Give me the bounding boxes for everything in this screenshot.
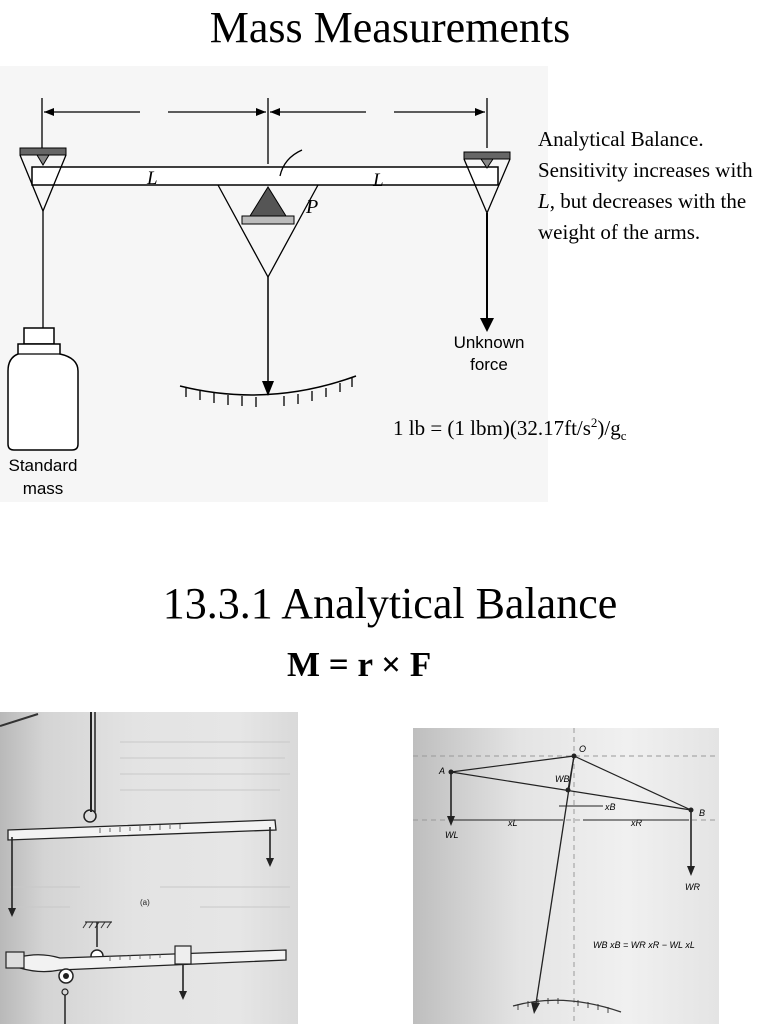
diagram-a-label: (a) (140, 898, 150, 907)
caption-text-end: , but decreases with the weight of the a… (538, 189, 747, 244)
caption-italic-L: L (538, 189, 550, 213)
weight-R-label: WR (685, 882, 700, 892)
formula-part2: )/g (597, 416, 621, 440)
moment-balance-equation: WB xB = WR xR − WL xL (593, 940, 695, 950)
formula-superscript: 2 (590, 415, 598, 430)
point-A-label: A (438, 766, 445, 776)
moment-equation: M = r × F (287, 645, 432, 684)
formula-subscript: c (620, 428, 627, 444)
balance-photo-diagram: (a) (0, 712, 298, 1024)
point-O-label: O (579, 744, 586, 754)
moment-diagram-drawing: O A B WB xB xL xR WL WR WB xB = WR xR − … (413, 728, 719, 1024)
unknown-force-label-line1: Unknown (453, 333, 525, 352)
balance-diagram: L L P (0, 66, 548, 502)
standard-mass-label-line1: Standard (8, 456, 78, 475)
slide-title: Mass Measurements (209, 3, 571, 52)
balance-caption: Analytical Balance. Sensitivity increase… (538, 124, 764, 248)
distance-xR-label: xR (630, 818, 643, 828)
dimension-label-left: L (147, 168, 158, 189)
weight-L-label: WL (445, 830, 459, 840)
section-heading: 13.3.1 Analytical Balance (162, 579, 618, 628)
balance-drawing (7, 98, 511, 451)
point-B-label: B (699, 808, 705, 818)
caption-text-start: Analytical Balance. Sensitivity increase… (538, 127, 753, 182)
standard-mass-label-line2: mass (22, 479, 64, 498)
balance-beam-sketch: (a) (0, 712, 290, 1024)
unknown-force-label-line2: force (470, 355, 508, 374)
formula-part1: 1 lb = (1 lbm)(32.17ft/s (393, 416, 591, 440)
moment-diagram: O A B WB xB xL xR WL WR WB xB = WR xR − … (413, 728, 719, 1024)
pivot-label: P (306, 196, 319, 218)
unit-conversion-formula: 1 lb = (1 lbm)(32.17ft/s2)/gc (393, 415, 627, 444)
distance-xL-label: xL (507, 818, 518, 828)
dimension-label-right: L (373, 170, 384, 191)
weight-B-label: WB (555, 774, 570, 784)
distance-xB-label: xB (604, 802, 616, 812)
